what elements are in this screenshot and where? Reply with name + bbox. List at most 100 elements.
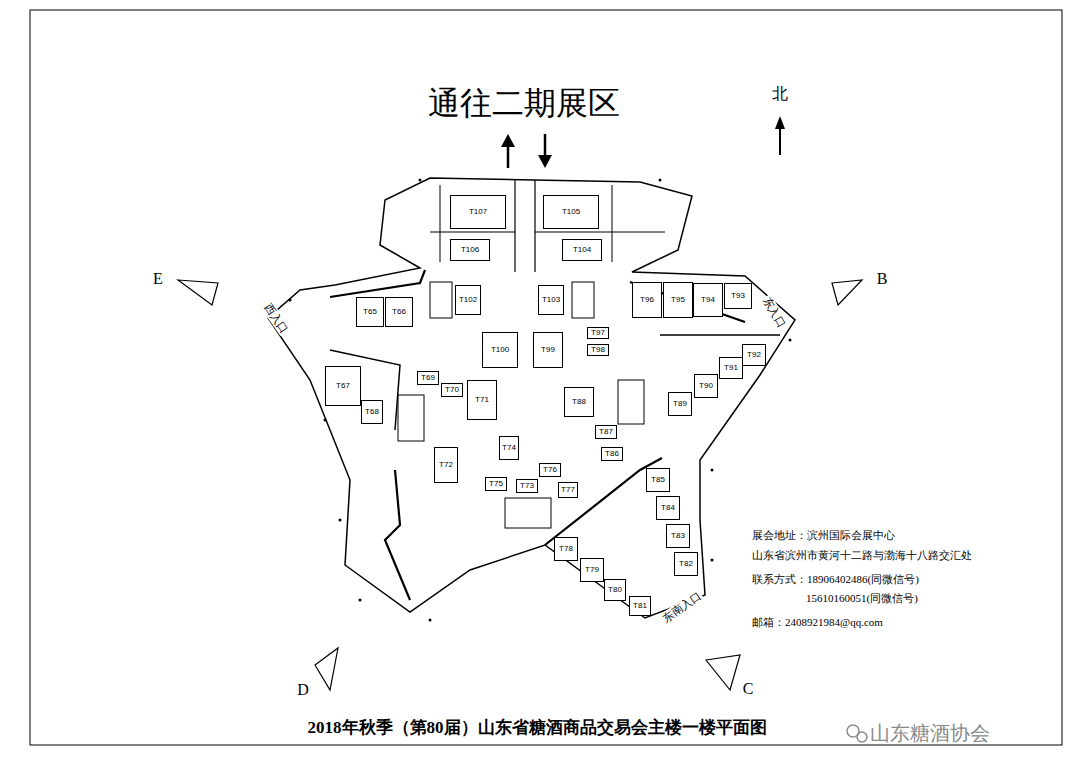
booth-number: T102 bbox=[459, 296, 477, 304]
booth: T87 bbox=[595, 425, 617, 439]
entrance-label: 东入口 bbox=[760, 294, 788, 331]
stair-room bbox=[572, 282, 594, 318]
marker-label: E bbox=[153, 270, 163, 288]
booth-number: T73 bbox=[520, 482, 534, 490]
booth: T91 bbox=[719, 357, 743, 379]
stair-room bbox=[398, 395, 424, 441]
booth: T104 bbox=[562, 239, 602, 261]
contact-note: 15610160051(同微信号) bbox=[806, 592, 918, 605]
booth-number: T89 bbox=[673, 400, 687, 408]
booth: T81 bbox=[629, 596, 651, 616]
booth: T106 bbox=[450, 239, 490, 261]
stair-room bbox=[505, 498, 551, 528]
arrow-head bbox=[775, 116, 785, 129]
booth-number: T82 bbox=[679, 560, 693, 568]
booth-number: T70 bbox=[445, 386, 459, 394]
booth: T86 bbox=[601, 447, 623, 461]
booth-number: T79 bbox=[585, 566, 599, 574]
booth-number: T67 bbox=[336, 382, 350, 390]
booth-number: T75 bbox=[489, 480, 503, 488]
booth-number: T76 bbox=[543, 466, 557, 474]
entrance-label: 东南入口 bbox=[660, 589, 705, 626]
marker-label: D bbox=[297, 681, 309, 699]
booth: T78 bbox=[554, 537, 578, 561]
booth: T95 bbox=[663, 282, 693, 318]
watermark-icon bbox=[857, 732, 867, 742]
booth-number: T92 bbox=[747, 351, 761, 359]
booth-number: T85 bbox=[651, 476, 665, 484]
perimeter-dot bbox=[339, 519, 342, 522]
perimeter-dot bbox=[324, 419, 327, 422]
booth: T82 bbox=[674, 552, 698, 576]
address-note: 山东省滨州市黄河十二路与渤海十八路交汇处 bbox=[752, 549, 972, 562]
booth: T94 bbox=[693, 283, 723, 317]
booth: T107 bbox=[450, 195, 506, 229]
bold-wall bbox=[660, 334, 780, 336]
bold-wall bbox=[545, 458, 662, 545]
booth-wall bbox=[440, 185, 441, 262]
booth: T100 bbox=[482, 332, 518, 368]
survey-marker bbox=[832, 280, 862, 305]
booth: T66 bbox=[385, 297, 413, 327]
stair-room bbox=[618, 380, 644, 424]
email-note: 邮箱：2408921984@qq.com bbox=[752, 616, 883, 629]
arrow-head bbox=[501, 134, 515, 147]
booth: T68 bbox=[361, 400, 383, 424]
building-outline bbox=[268, 178, 795, 618]
booth-wall bbox=[535, 232, 665, 233]
compass-label: 北 bbox=[772, 85, 788, 103]
booth: T83 bbox=[666, 524, 690, 548]
survey-marker bbox=[178, 280, 218, 305]
booth: T105 bbox=[543, 195, 599, 229]
booth-number: T68 bbox=[365, 408, 379, 416]
booth: T70 bbox=[441, 383, 463, 397]
booth: T76 bbox=[539, 463, 561, 477]
booth: T72 bbox=[434, 447, 458, 483]
booth: T90 bbox=[694, 374, 718, 398]
booth-number: T93 bbox=[731, 292, 745, 300]
booth-number: T77 bbox=[561, 486, 575, 494]
contact-note: 联系方式：18906402486(同微信号) bbox=[752, 573, 919, 586]
bold-wall bbox=[385, 470, 410, 600]
perimeter-dot bbox=[419, 179, 422, 182]
perimeter-dot bbox=[359, 599, 362, 602]
booth: T74 bbox=[499, 436, 519, 460]
perimeter-dot bbox=[789, 339, 792, 342]
booth: T85 bbox=[646, 468, 670, 492]
page-frame bbox=[30, 10, 1062, 745]
booth-number: T106 bbox=[461, 246, 479, 254]
booth: T102 bbox=[455, 285, 481, 315]
address-note: 展会地址：滨州国际会展中心 bbox=[752, 529, 895, 542]
booth: T71 bbox=[467, 380, 497, 420]
booth: T99 bbox=[533, 332, 563, 368]
stair-room bbox=[430, 282, 452, 318]
booth: T97 bbox=[587, 327, 609, 339]
watermark: 山东糖酒协会 bbox=[870, 722, 990, 745]
booth-number: T99 bbox=[541, 346, 555, 354]
booth-number: T96 bbox=[640, 296, 654, 304]
booth-number: T71 bbox=[475, 396, 489, 404]
booth: T92 bbox=[742, 344, 766, 366]
booth-number: T105 bbox=[562, 208, 580, 216]
direction-label: 通往二期展区 bbox=[428, 85, 620, 122]
north-arrow bbox=[779, 126, 781, 155]
booth-number: T100 bbox=[491, 346, 509, 354]
booth-number: T84 bbox=[661, 504, 675, 512]
booth: T93 bbox=[724, 283, 752, 309]
booth-number: T95 bbox=[671, 296, 685, 304]
booth-number: T72 bbox=[439, 461, 453, 469]
booth-number: T103 bbox=[542, 296, 560, 304]
booth-number: T88 bbox=[572, 398, 586, 406]
booth: T65 bbox=[356, 297, 384, 327]
booth: T88 bbox=[564, 387, 594, 417]
booth-number: T104 bbox=[573, 246, 591, 254]
booth-number: T66 bbox=[392, 308, 406, 316]
marker-label: B bbox=[877, 270, 888, 288]
booth-number: T69 bbox=[421, 374, 435, 382]
booth-number: T80 bbox=[608, 586, 622, 594]
booth: T80 bbox=[604, 579, 626, 601]
plan-title: 2018年秋季（第80届）山东省糖酒商品交易会主楼一楼平面图 bbox=[308, 716, 767, 739]
booth: T69 bbox=[417, 371, 439, 385]
corridor-wall bbox=[534, 180, 535, 272]
booth-number: T78 bbox=[559, 545, 573, 553]
